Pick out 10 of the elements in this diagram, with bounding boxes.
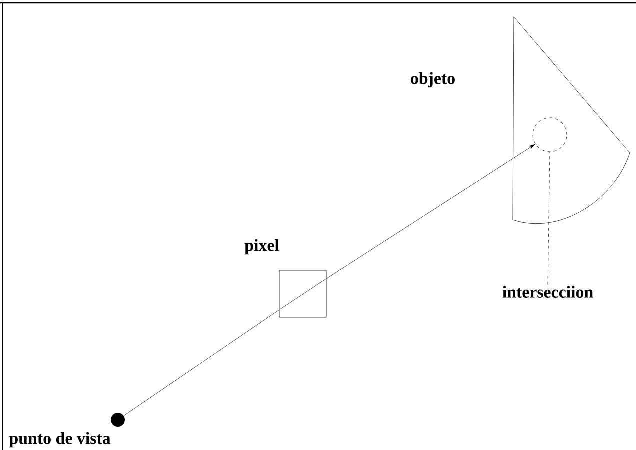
- ray-arrow: [326, 144, 536, 279]
- node-label: pixel: [244, 239, 280, 255]
- node-label: objeto: [411, 72, 455, 88]
- leader-line: [548, 152, 550, 286]
- node-label: punto de vista: [9, 432, 111, 448]
- node-label: intersecciion: [502, 286, 594, 298]
- intersection-circle: [532, 118, 568, 152]
- cone-drawing: [512, 16, 630, 224]
- viewpoint-dot: [111, 413, 125, 427]
- pixel-square: [279, 270, 327, 318]
